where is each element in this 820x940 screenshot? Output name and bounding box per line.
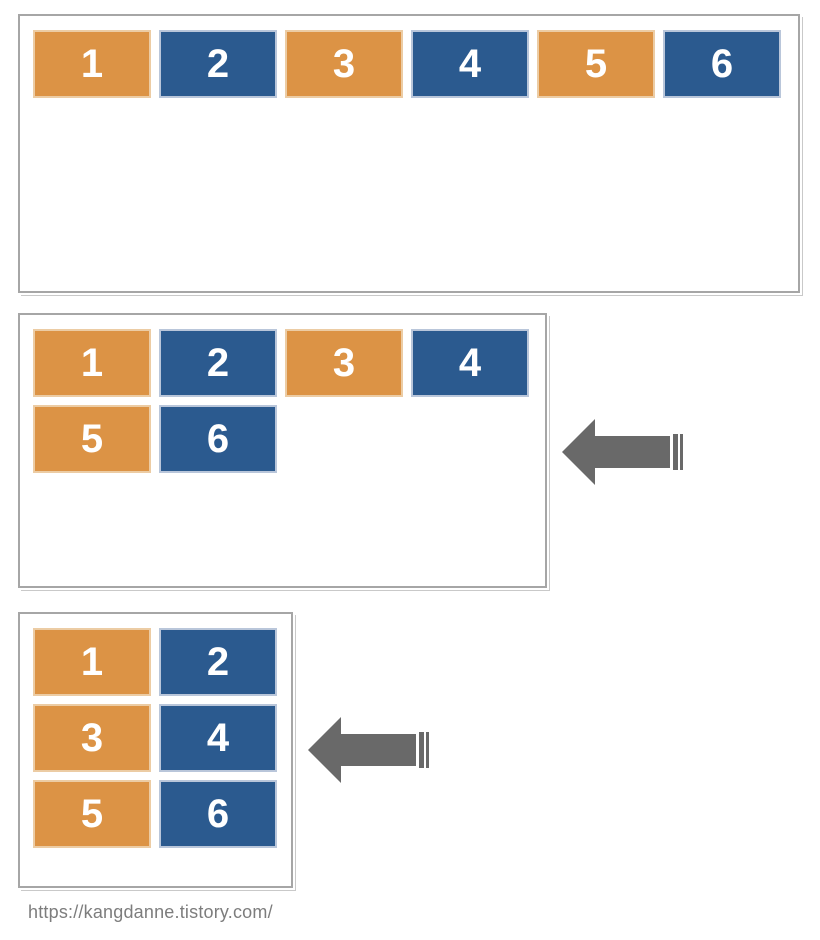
flex-item-5: 5 <box>537 30 655 98</box>
flex-item-3: 3 <box>285 30 403 98</box>
left-arrow-icon <box>308 717 429 783</box>
flex-item-3: 3 <box>285 329 403 397</box>
flex-item-1: 1 <box>33 329 151 397</box>
flex-item-1: 1 <box>33 30 151 98</box>
flex-item-6: 6 <box>159 780 277 848</box>
flex-item-6: 6 <box>159 405 277 473</box>
flex-item-5: 5 <box>33 780 151 848</box>
flex-item-5: 5 <box>33 405 151 473</box>
flex-item-2: 2 <box>159 30 277 98</box>
left-arrow-icon <box>562 419 683 485</box>
flex-item-4: 4 <box>411 329 529 397</box>
flex-item-4: 4 <box>411 30 529 98</box>
flex-item-6: 6 <box>663 30 781 98</box>
flex-item-1: 1 <box>33 628 151 696</box>
flex-item-3: 3 <box>33 704 151 772</box>
flex-item-2: 2 <box>159 628 277 696</box>
flex-item-2: 2 <box>159 329 277 397</box>
flex-item-4: 4 <box>159 704 277 772</box>
source-url-text: https://kangdanne.tistory.com/ <box>28 902 273 922</box>
